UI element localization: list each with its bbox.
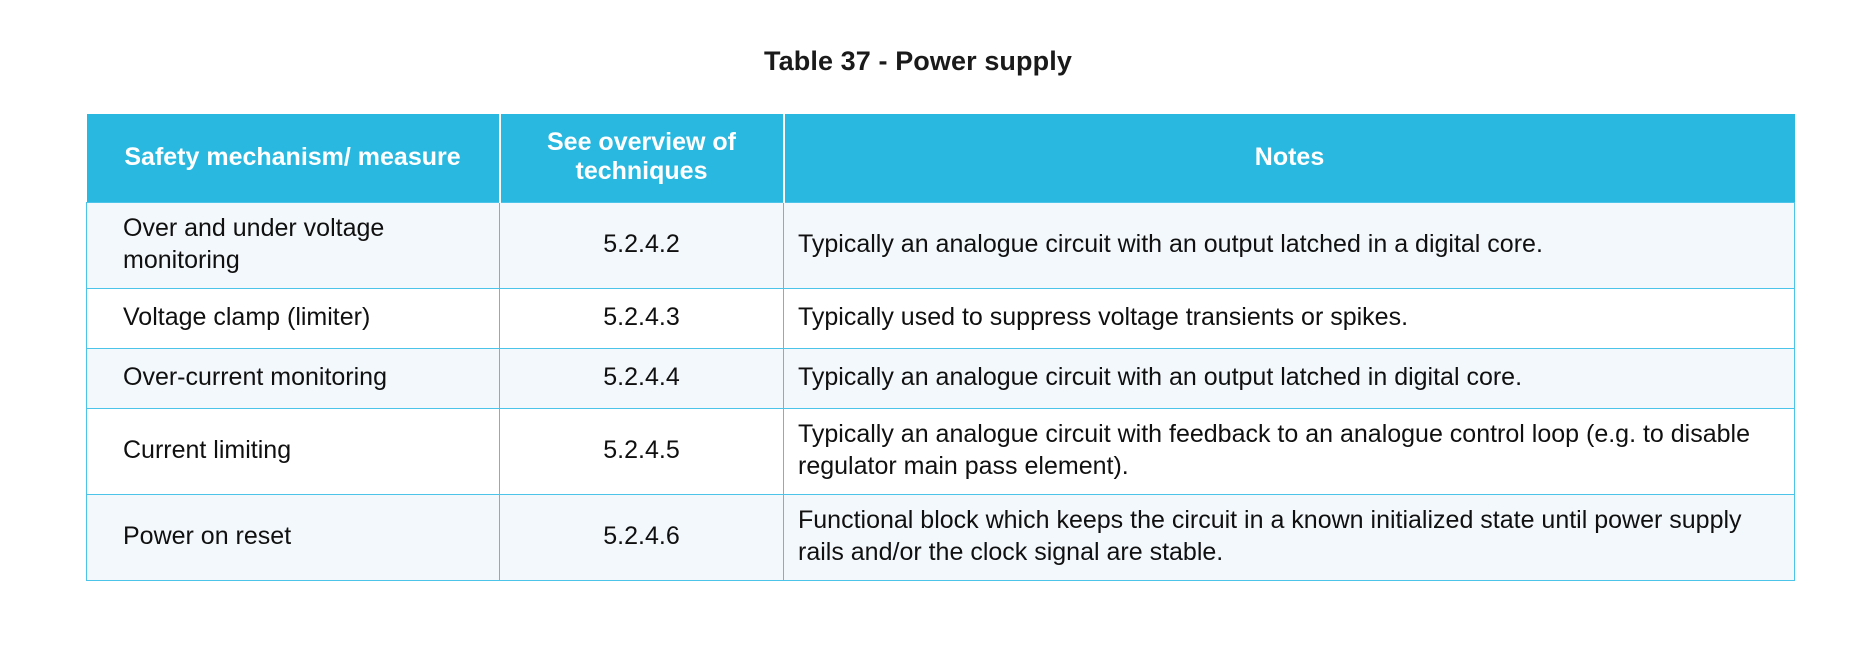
table-container: Safety mechanism/ measure See overview o… xyxy=(86,114,1795,581)
table-header-row: Safety mechanism/ measure See overview o… xyxy=(86,114,1795,203)
cell-safety-mechanism: Current limiting xyxy=(86,408,500,495)
cell-safety-mechanism: Power on reset xyxy=(86,494,500,581)
column-header-see-overview-of-techniques: See overview of techniques xyxy=(499,114,785,203)
cell-technique-reference: 5.2.4.6 xyxy=(499,494,784,581)
cell-notes: Typically an analogue circuit with an ou… xyxy=(783,348,1795,409)
power-supply-table: Safety mechanism/ measure See overview o… xyxy=(86,114,1795,581)
column-header-notes: Notes xyxy=(783,114,1795,203)
cell-safety-mechanism: Voltage clamp (limiter) xyxy=(86,288,500,349)
table-row: Over-current monitoring 5.2.4.4 Typicall… xyxy=(86,348,1795,409)
column-header-safety-mechanism: Safety mechanism/ measure xyxy=(86,114,501,203)
table-row: Voltage clamp (limiter) 5.2.4.3 Typicall… xyxy=(86,288,1795,349)
cell-notes: Functional block which keeps the circuit… xyxy=(783,494,1795,581)
table-row: Power on reset 5.2.4.6 Functional block … xyxy=(86,494,1795,581)
cell-safety-mechanism: Over-current monitoring xyxy=(86,348,500,409)
cell-notes: Typically used to suppress voltage trans… xyxy=(783,288,1795,349)
cell-technique-reference: 5.2.4.4 xyxy=(499,348,784,409)
cell-safety-mechanism: Over and under voltage monitoring xyxy=(86,202,500,289)
cell-technique-reference: 5.2.4.5 xyxy=(499,408,784,495)
cell-technique-reference: 5.2.4.3 xyxy=(499,288,784,349)
cell-notes: Typically an analogue circuit with feedb… xyxy=(783,408,1795,495)
table-body: Over and under voltage monitoring 5.2.4.… xyxy=(86,202,1795,581)
table-row: Over and under voltage monitoring 5.2.4.… xyxy=(86,202,1795,289)
cell-notes: Typically an analogue circuit with an ou… xyxy=(783,202,1795,289)
cell-technique-reference: 5.2.4.2 xyxy=(499,202,784,289)
table-header: Safety mechanism/ measure See overview o… xyxy=(86,114,1795,203)
table-title: Table 37 - Power supply xyxy=(764,46,1072,76)
table-row: Current limiting 5.2.4.5 Typically an an… xyxy=(86,408,1795,495)
